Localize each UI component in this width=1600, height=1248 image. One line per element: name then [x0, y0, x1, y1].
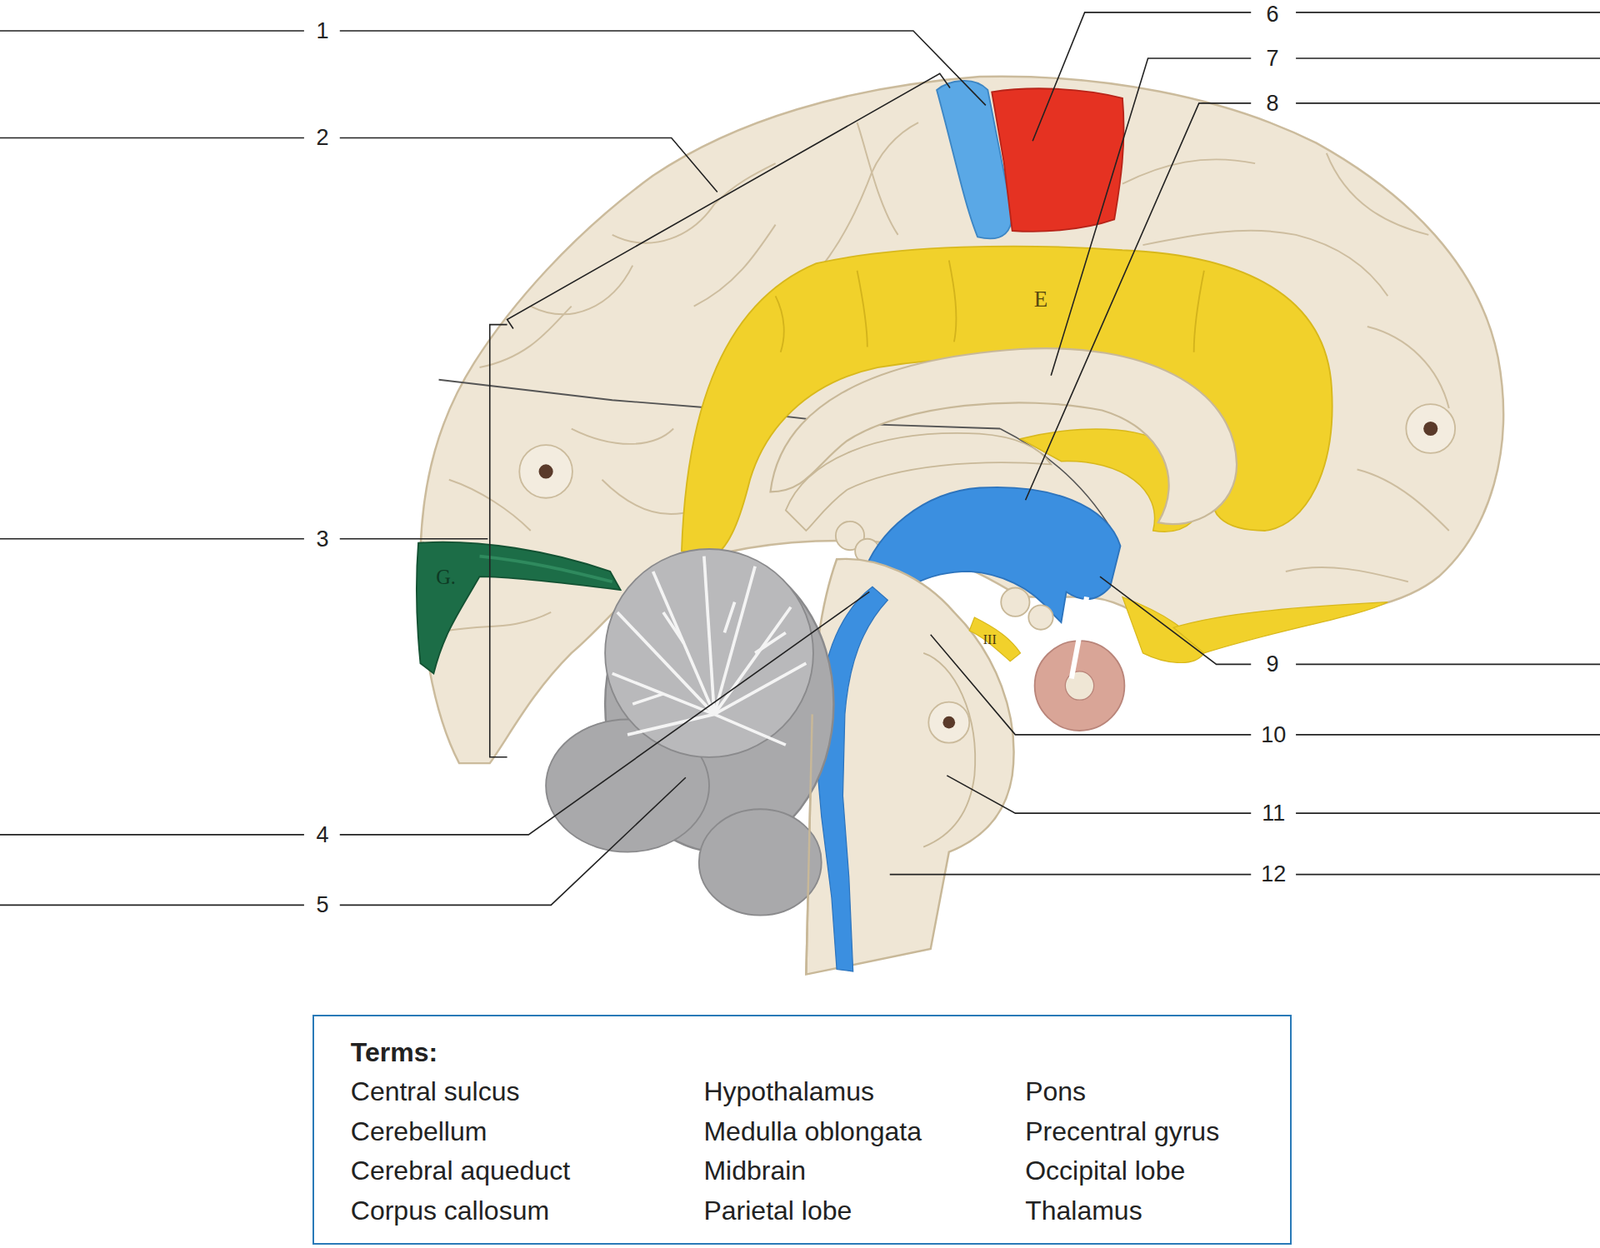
term-item: Occipital lobe — [1025, 1157, 1185, 1185]
callout-number: 2 — [314, 126, 330, 150]
aqueduct-ventricle — [814, 586, 888, 972]
calcarine-region — [416, 542, 621, 675]
term-item: Thalamus — [1025, 1197, 1143, 1225]
infundibulum — [1071, 597, 1087, 680]
model-peg — [519, 404, 1455, 744]
calcarine-sulcus — [480, 556, 613, 583]
callout-number: 12 — [1259, 863, 1288, 886]
terms-box: Terms: Central sulcusCerebellumCerebral a… — [312, 1015, 1293, 1245]
mammillary-body — [1000, 588, 1030, 617]
callout-number: 3 — [314, 527, 330, 550]
cerebellum-lobe — [699, 809, 822, 915]
term-item: Precentral gyrus — [1025, 1118, 1220, 1145]
term-item: Midbrain — [703, 1157, 806, 1185]
callout-number: 6 — [1264, 3, 1280, 26]
callout-number: 11 — [1260, 801, 1287, 825]
precentral-gyrus — [991, 88, 1124, 232]
term-item: Cerebellum — [350, 1118, 488, 1145]
frontal-underside — [1173, 602, 1388, 654]
cingulate-sulci — [775, 260, 1205, 352]
arbor-vitae-branches — [612, 556, 807, 746]
term-item: Cerebral aqueduct — [350, 1157, 570, 1185]
model-letter: E — [1034, 287, 1048, 310]
term-item: Central sulcus — [350, 1078, 520, 1105]
term-item: Corpus callosum — [350, 1197, 550, 1225]
term-item: Medulla oblongata — [703, 1118, 922, 1145]
brainstem-edge — [805, 714, 812, 975]
terms-heading: Terms: — [350, 1039, 438, 1066]
callout-number: 10 — [1259, 723, 1288, 746]
pons-outline — [923, 653, 975, 848]
callout-number: 7 — [1264, 46, 1280, 70]
arbor-vitae — [605, 549, 814, 758]
model-letter: III — [983, 633, 997, 647]
mammillary-body — [1028, 605, 1053, 630]
callout-number: 5 — [314, 894, 330, 917]
term-item: Pons — [1025, 1078, 1086, 1105]
oculomotor-nerve — [969, 617, 1020, 662]
term-item: Hypothalamus — [703, 1078, 875, 1105]
callout-number: 8 — [1264, 91, 1280, 115]
leader-lines — [0, 12, 1600, 905]
callout-number: 4 — [314, 823, 330, 846]
gyri-lines — [439, 122, 1450, 633]
term-item: Parietal lobe — [703, 1197, 852, 1225]
callout-number: 1 — [314, 19, 330, 42]
model-letter: G. — [435, 567, 456, 588]
callout-number: 9 — [1264, 653, 1280, 676]
pituitary — [1035, 640, 1125, 731]
